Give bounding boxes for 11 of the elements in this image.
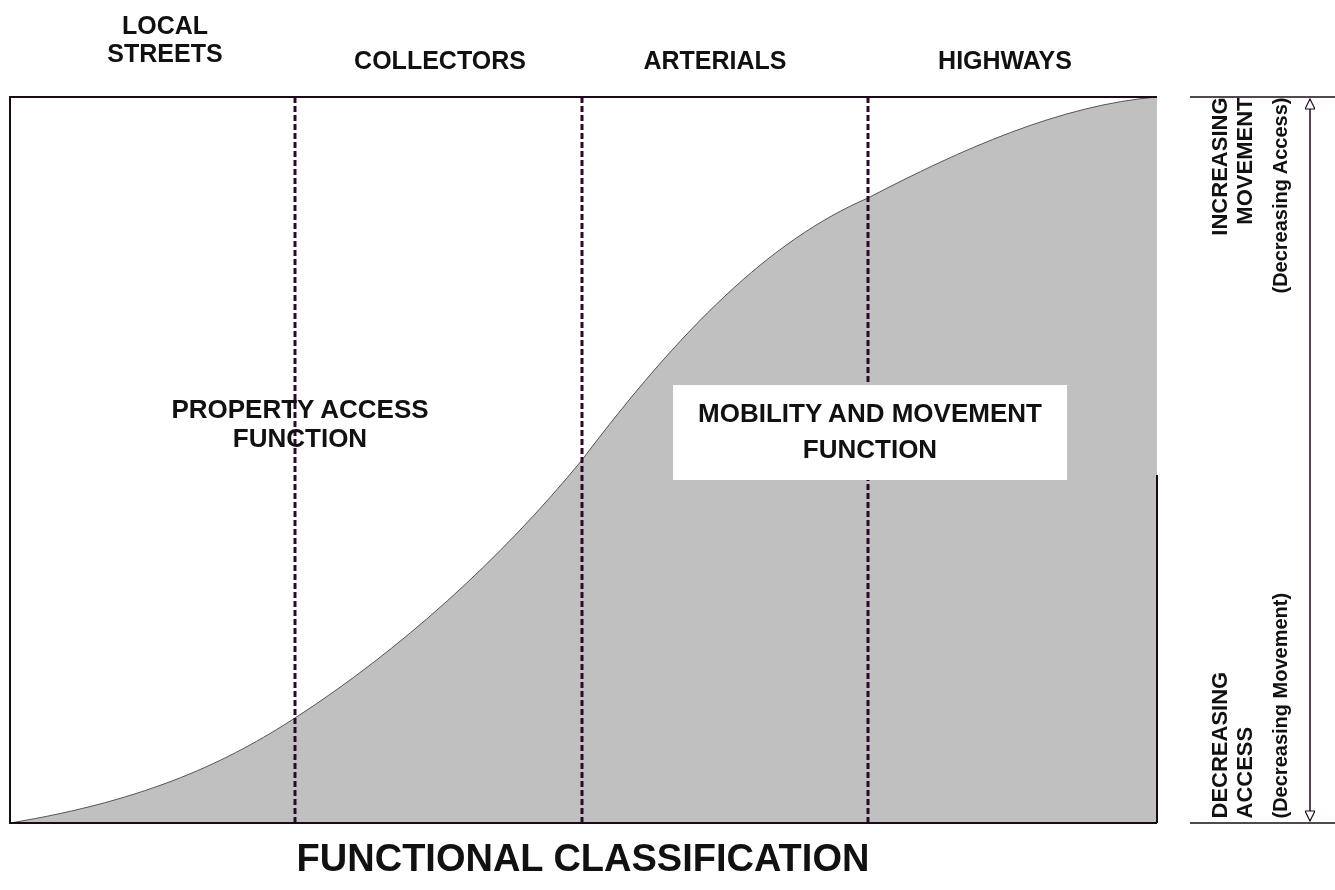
function-label: MOBILITY AND MOVEMENT FUNCTION — [673, 385, 1067, 480]
column-heading: HIGHWAYS — [937, 47, 1073, 75]
column-heading: ARTERIALS — [642, 47, 788, 75]
column-heading: COLLECTORS — [353, 47, 527, 75]
axis-label: (Decreasing Movement) — [1268, 591, 1292, 818]
function-label: PROPERTY ACCESS FUNCTION — [170, 395, 430, 453]
axis-label: (Decreasing Access) — [1268, 97, 1292, 296]
axis-label: INCREASING MOVEMENT — [1206, 97, 1258, 238]
column-heading: LOCAL STREETS — [106, 12, 224, 67]
caption: FUNCTIONAL CLASSIFICATION — [295, 838, 871, 880]
axis-label: DECREASING ACCESS — [1206, 670, 1258, 818]
